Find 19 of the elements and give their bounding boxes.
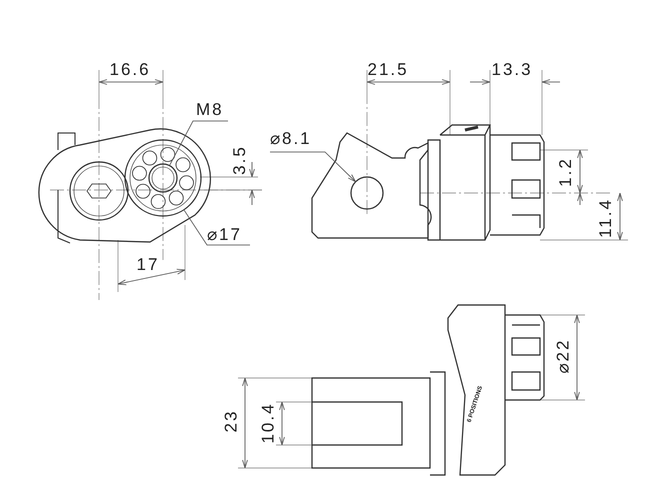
dimension-label: 13.3 xyxy=(492,61,533,79)
dimension-label: 17 xyxy=(136,256,160,274)
callout-label: ⌀17 xyxy=(207,226,242,244)
pivot-hole xyxy=(350,176,384,210)
dimension-label: 21.5 xyxy=(368,61,409,79)
dimension-label: 1.2 xyxy=(556,157,575,187)
dimension-label: 23 xyxy=(222,410,240,432)
dimension-label: 3.5 xyxy=(230,145,249,175)
leader-line xyxy=(169,120,228,166)
dimension-label: ⌀22 xyxy=(554,338,572,374)
dimension-label: 16.6 xyxy=(110,61,151,79)
callout-label: M8 xyxy=(196,101,224,119)
ratchet-disc xyxy=(124,139,202,217)
leader-line xyxy=(270,152,356,182)
callout-label: ⌀8.1 xyxy=(270,130,312,148)
threaded-hole xyxy=(148,163,178,193)
dimension-label: 10.4 xyxy=(259,402,278,444)
leader-line xyxy=(184,209,250,246)
dimension-label: 11.4 xyxy=(596,198,615,238)
